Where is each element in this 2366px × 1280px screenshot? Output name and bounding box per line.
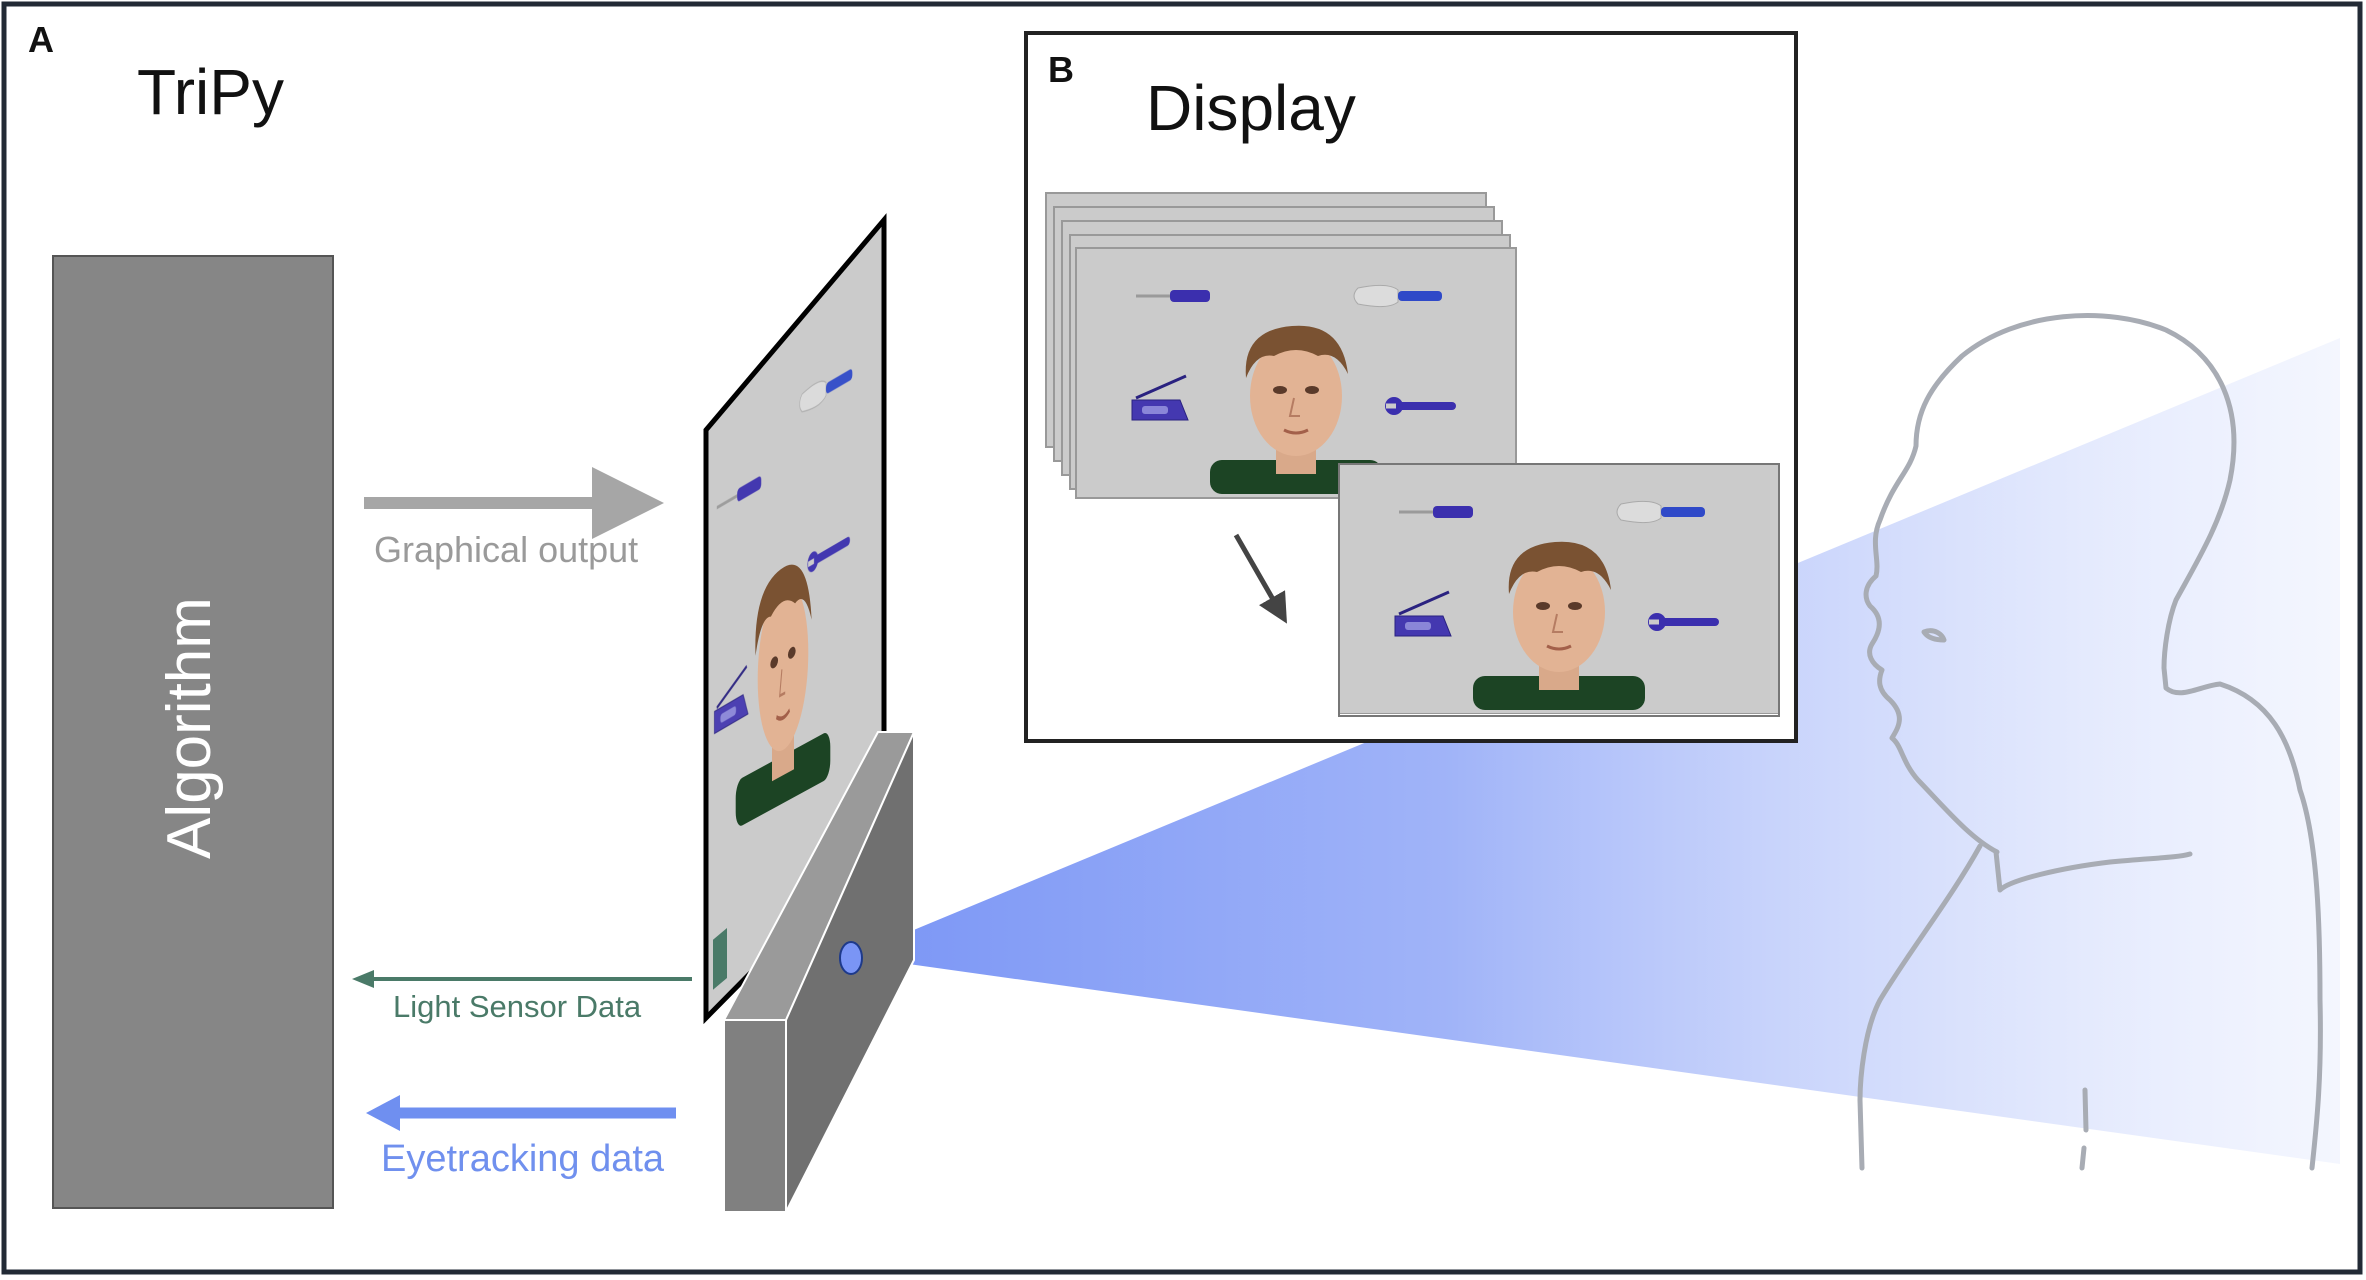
- panel-b-letter: B: [1048, 49, 1074, 90]
- eyetracking-arrowhead: [366, 1095, 400, 1131]
- panel-b-title: Display: [1146, 72, 1356, 144]
- panel-a-title: TriPy: [137, 56, 284, 128]
- panel-a-letter: A: [28, 19, 54, 60]
- eye-tracker-camera: [839, 941, 863, 975]
- eye-tracker-device: [722, 731, 916, 1213]
- gaze-beam: [851, 338, 2340, 1164]
- transition-arrow: [1233, 533, 1287, 624]
- eyetracking-label: Eyetracking data: [381, 1138, 665, 1180]
- algorithm-box: [52, 255, 334, 1209]
- panel-b-display: [1024, 31, 1798, 743]
- stimulus-frame-next: [1339, 464, 1779, 714]
- participant-head-outline: [1857, 313, 2323, 1171]
- algorithm-label: Algorithm: [155, 597, 224, 859]
- stimulus-frame-front: [1076, 248, 1516, 498]
- light-sensor-patch: [713, 927, 727, 990]
- light-sensor-label: Light Sensor Data: [393, 989, 642, 1024]
- light-sensor-arrowhead: [352, 970, 374, 988]
- graphical-output-label: Graphical output: [374, 529, 639, 570]
